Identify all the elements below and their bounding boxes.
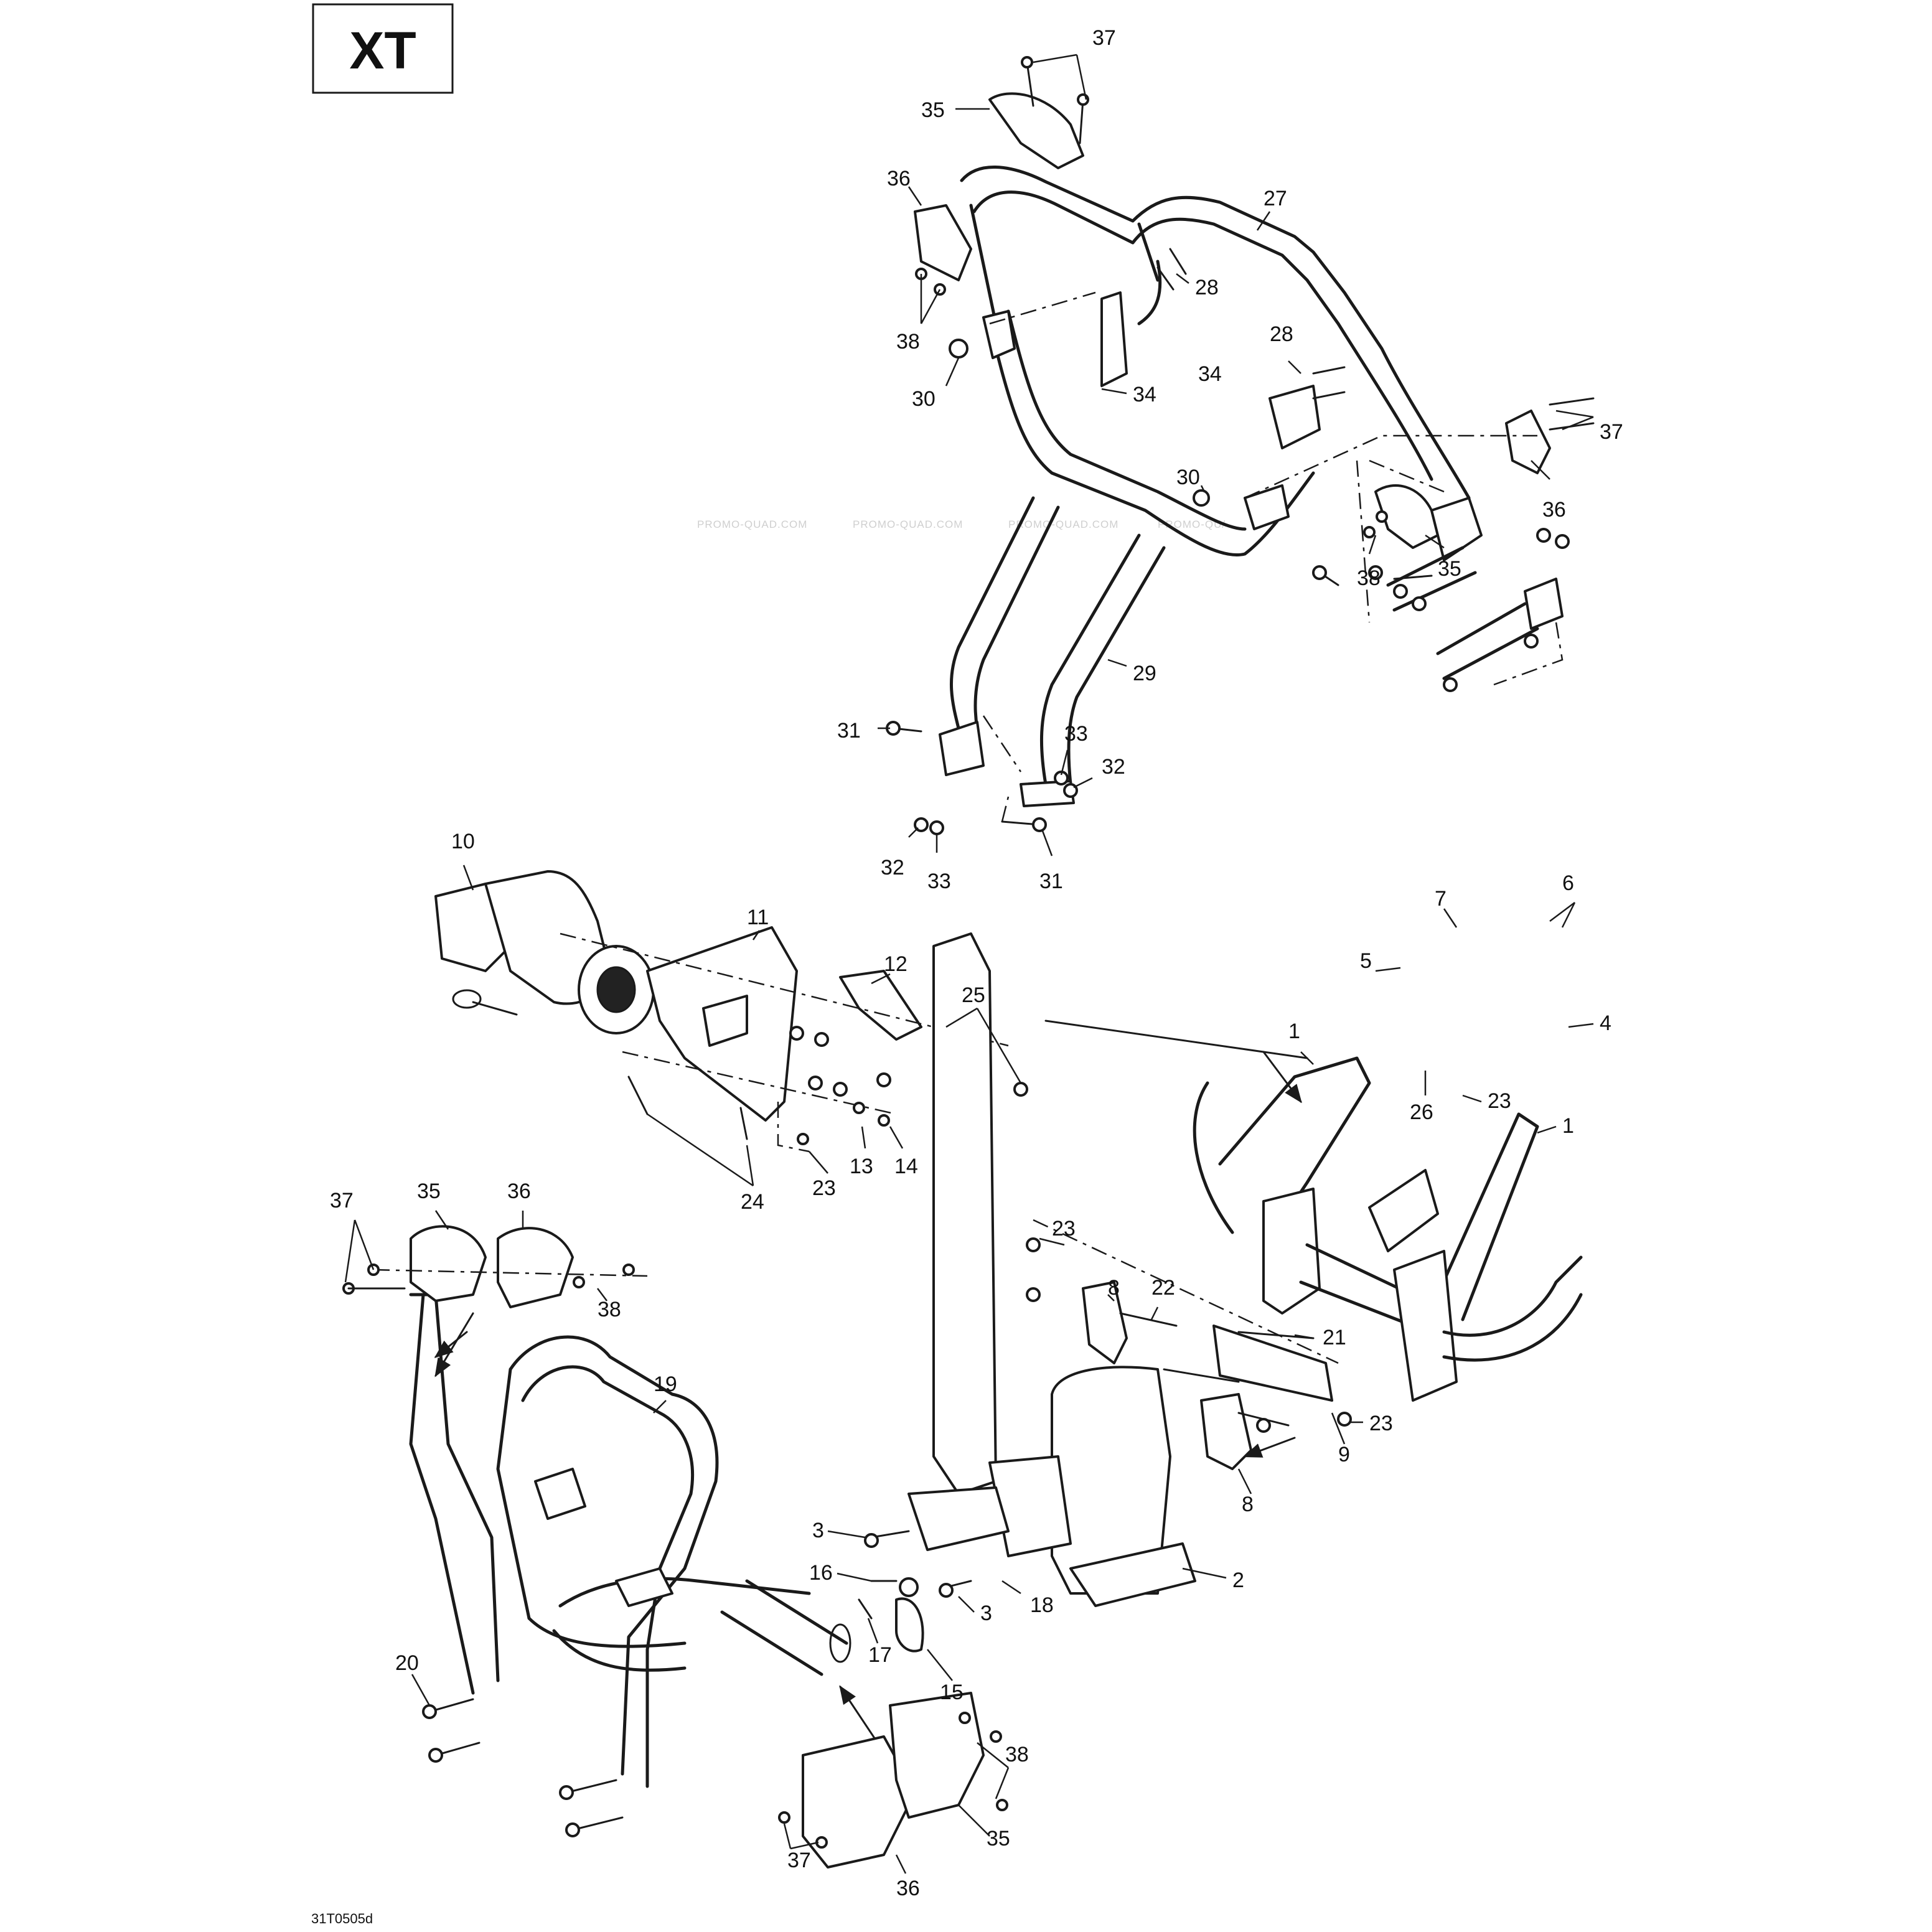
callout-23: 23 <box>1052 1217 1076 1240</box>
watermark-2: PROMO-QUAD.COM <box>853 518 963 530</box>
callout-11: 11 <box>747 906 769 929</box>
callout-16: 16 <box>809 1561 833 1585</box>
callout-35: 35 <box>417 1179 441 1203</box>
callout-10: 10 <box>451 830 475 853</box>
figure-code: 31T0505d <box>311 1911 373 1926</box>
callout-31: 31 <box>837 719 861 743</box>
callout-4: 4 <box>1600 1011 1611 1035</box>
callout-23: 23 <box>1369 1412 1393 1435</box>
watermark-1: PROMO-QUAD.COM <box>697 518 807 530</box>
callout-23: 23 <box>1488 1089 1511 1113</box>
left-clamp-set <box>342 1225 648 1377</box>
callout-28: 28 <box>1270 322 1293 346</box>
callout-14: 14 <box>894 1155 918 1178</box>
callout-15: 15 <box>940 1681 964 1704</box>
callout-28: 28 <box>1195 276 1219 299</box>
callout-32: 32 <box>881 856 904 879</box>
winch-assembly <box>434 870 1028 1153</box>
callout-37: 37 <box>787 1849 811 1872</box>
callout-38: 38 <box>598 1298 621 1321</box>
model-label: XT <box>349 21 416 80</box>
callout-35: 35 <box>921 98 945 122</box>
callout-19: 19 <box>654 1372 677 1396</box>
callout-9: 9 <box>1338 1443 1350 1466</box>
callout-37: 37 <box>1600 420 1623 444</box>
callout-5: 5 <box>1360 949 1372 973</box>
callout-38: 38 <box>1005 1743 1029 1766</box>
roof-bar-assembly <box>886 56 1595 835</box>
winch-mount-assembly <box>858 932 1352 1653</box>
callout-7: 7 <box>1435 887 1447 911</box>
callout-30: 30 <box>1176 466 1200 489</box>
callout-24: 24 <box>741 1190 764 1214</box>
callout-13: 13 <box>850 1155 873 1178</box>
callout-1: 1 <box>1288 1020 1300 1043</box>
callout-20: 20 <box>395 1651 419 1675</box>
callout-22: 22 <box>1151 1276 1175 1300</box>
front-frame-assembly <box>1044 459 1583 1402</box>
callout-21: 21 <box>1323 1326 1346 1349</box>
callout-2: 2 <box>1232 1569 1244 1592</box>
leader-lines <box>344 54 1594 1874</box>
callout-32: 32 <box>1102 755 1125 779</box>
callout-31: 31 <box>1039 870 1063 893</box>
model-label-box <box>312 3 454 94</box>
callout-35: 35 <box>1438 557 1461 581</box>
callout-38: 38 <box>896 330 920 354</box>
callout-12: 12 <box>884 952 907 976</box>
callout-30: 30 <box>912 387 936 411</box>
callout-37: 37 <box>1092 26 1116 50</box>
callout-23: 23 <box>812 1176 836 1200</box>
callout-17: 17 <box>868 1643 892 1667</box>
callout-35: 35 <box>987 1827 1010 1850</box>
callout-29: 29 <box>1133 662 1156 685</box>
callout-36: 36 <box>887 167 911 190</box>
callout-1: 1 <box>1562 1114 1574 1138</box>
callout-18: 18 <box>1030 1593 1054 1617</box>
callout-33: 33 <box>1064 722 1088 746</box>
callout-34: 34 <box>1133 383 1156 406</box>
watermark-4: PROMO-QU/ <box>1158 518 1226 530</box>
callout-37: 37 <box>330 1189 354 1212</box>
lower-clamp-set <box>778 1692 1008 1869</box>
callout-25: 25 <box>962 983 985 1007</box>
callout-8: 8 <box>1242 1493 1254 1516</box>
callout-34: 34 <box>1198 362 1222 386</box>
front-bumper <box>409 1293 879 1837</box>
callout-6: 6 <box>1562 871 1574 895</box>
callout-36: 36 <box>1542 498 1566 522</box>
callout-27: 27 <box>1264 187 1287 210</box>
callout-38: 38 <box>1357 566 1381 590</box>
callout-33: 33 <box>927 870 951 893</box>
callout-labels: 37 35 36 27 28 38 30 34 28 34 37 30 36 3… <box>330 26 1623 1900</box>
callout-26: 26 <box>1410 1100 1433 1124</box>
watermark-3: PROMO-QUAD.COM <box>1008 518 1118 530</box>
callout-3: 3 <box>980 1601 992 1625</box>
callout-3: 3 <box>812 1519 824 1542</box>
callout-36: 36 <box>507 1179 531 1203</box>
callout-8: 8 <box>1108 1276 1120 1300</box>
callout-36: 36 <box>896 1877 920 1900</box>
